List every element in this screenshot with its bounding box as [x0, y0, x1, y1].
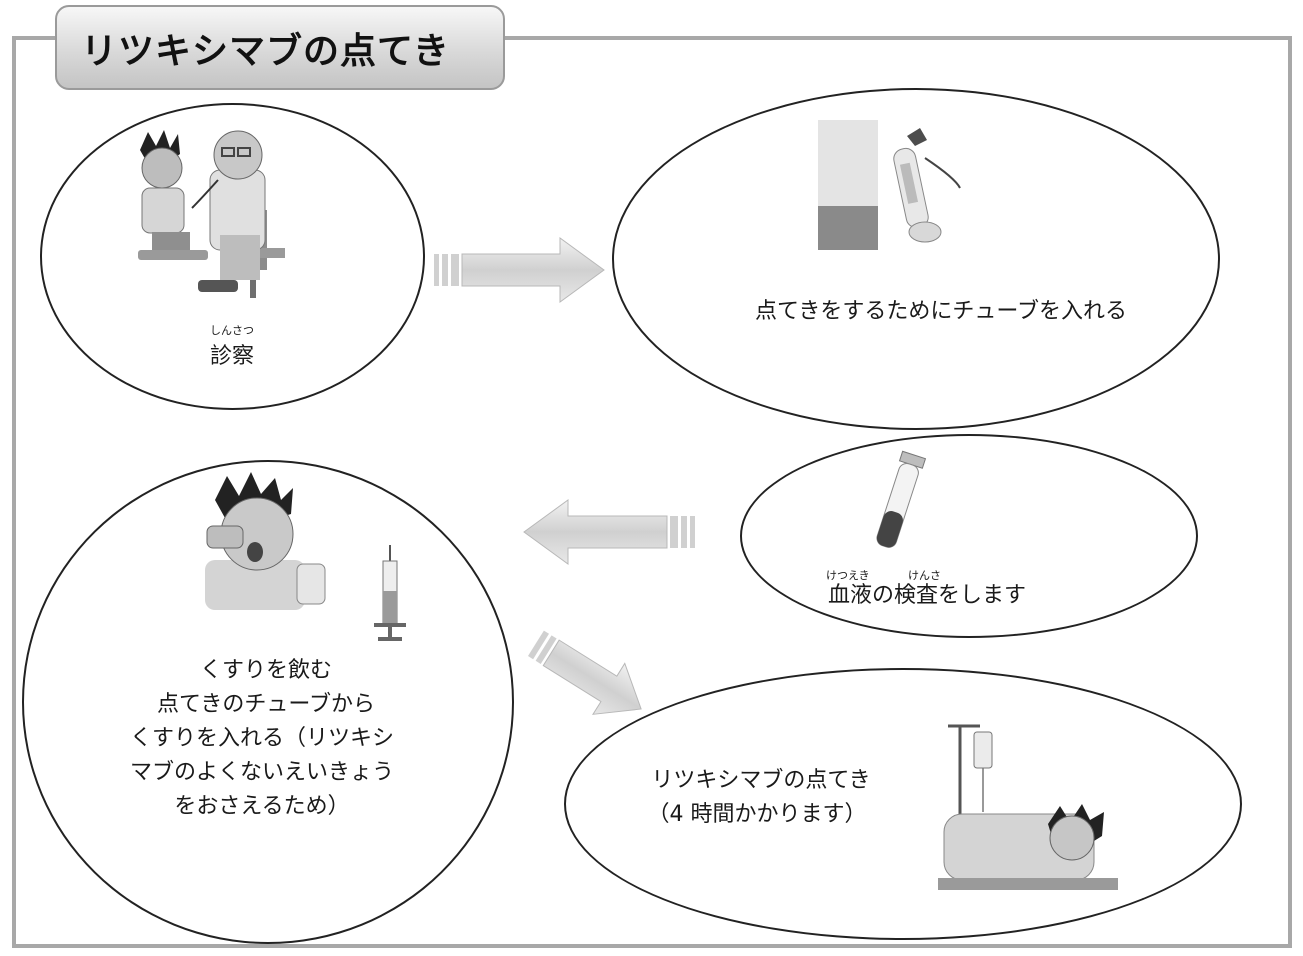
doctor-exam-icon [138, 130, 285, 298]
medicine-line-2: 点てきのチューブから [156, 692, 376, 717]
blood-ruby-2: けんさ [908, 569, 941, 582]
blood-ruby-1: けつえき [826, 569, 870, 582]
title-tab: リツキシマブの点てき [55, 5, 505, 90]
exam-ruby: しんさつ [210, 324, 254, 337]
tube-label: 点てきをするためにチューブを入れる [754, 299, 1128, 324]
blood-label: 血液の検査をします [828, 583, 1027, 608]
iv-catheter-icon [818, 120, 961, 250]
arrow-left-icon [523, 499, 695, 565]
medicine-line-3: くすりを入れる（リツキシ [129, 726, 395, 751]
medicine-line-5: をおさえるため） [174, 794, 350, 819]
iv-drip-patient-icon [938, 724, 1118, 890]
drip-line-2: （4 時間かかります） [647, 802, 867, 827]
child-drinking-icon [205, 472, 326, 610]
diagram-frame [12, 36, 1292, 948]
step-blood-test [740, 434, 1198, 638]
page-title: リツキシマブの点てき [81, 30, 450, 72]
blood-tube-icon [876, 450, 927, 548]
drip-line-1: リツキシマブの点てき [651, 768, 871, 793]
arrow-right-icon [434, 237, 605, 303]
medicine-line-1: くすりを飲む [199, 658, 333, 683]
arrow-down-right-icon [528, 630, 642, 715]
syringe-icon [374, 545, 406, 641]
step-drip [564, 668, 1242, 940]
exam-label: 診察 [209, 344, 255, 369]
medicine-line-4: マブのよくないえいきょう [129, 760, 395, 785]
